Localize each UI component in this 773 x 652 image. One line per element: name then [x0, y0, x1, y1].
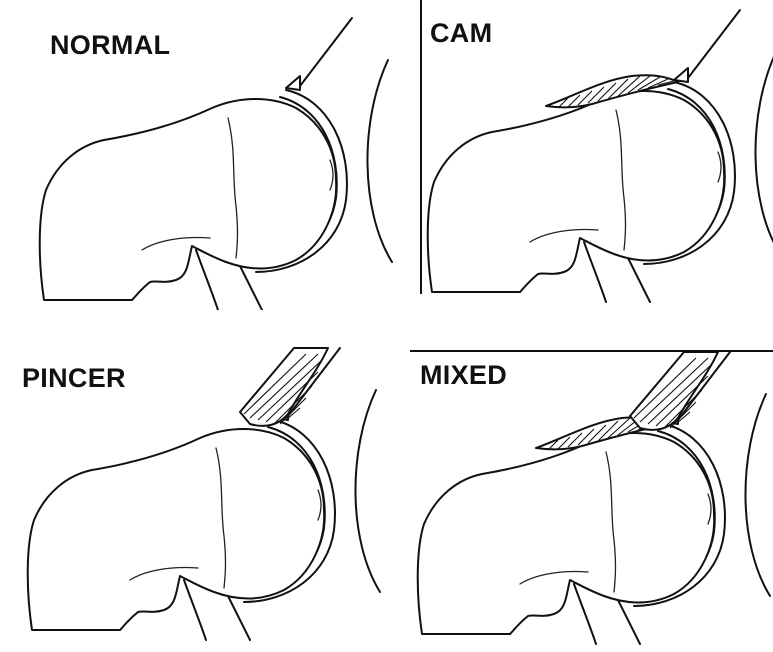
cam-hip-joint-drawing	[428, 10, 773, 302]
pincer-lesion-hatching	[240, 348, 328, 426]
panel-normal	[40, 18, 392, 310]
normal-hip-joint-drawing	[40, 18, 392, 310]
panel-cam	[428, 10, 773, 302]
panel-label-normal: NORMAL	[50, 30, 170, 60]
panel-label-mixed: MIXED	[420, 360, 507, 390]
panel-label-cam: CAM	[430, 18, 492, 48]
mixed-hip-joint-drawing	[418, 352, 770, 644]
panel-label-pincer: PINCER	[22, 363, 126, 393]
panel-mixed	[418, 352, 770, 644]
mixed-pincer-hatching	[630, 352, 718, 430]
